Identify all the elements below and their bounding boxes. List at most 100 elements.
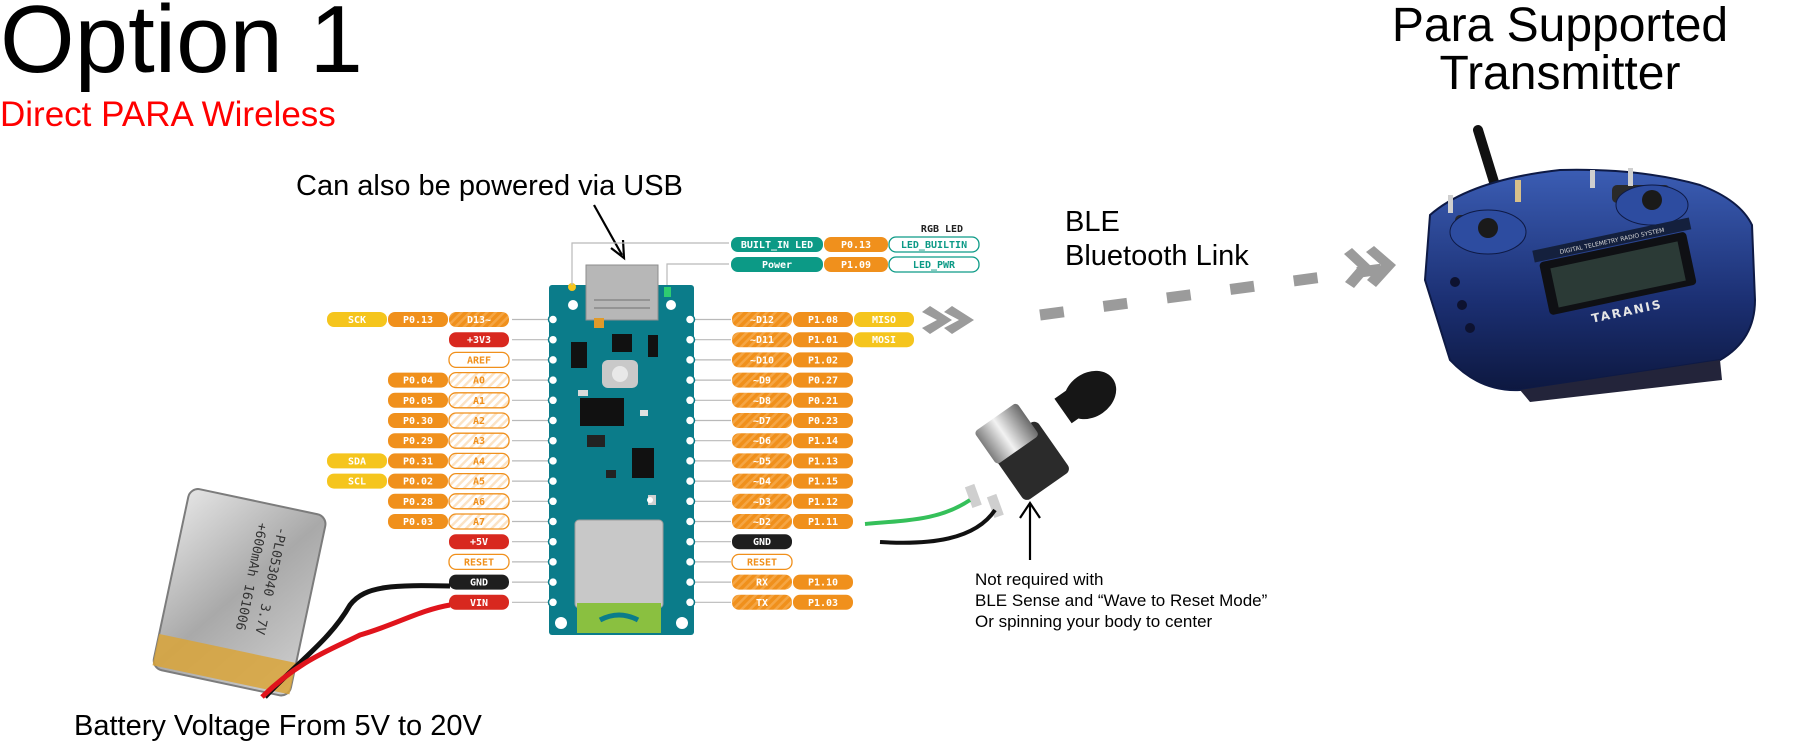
svg-text:GND: GND — [470, 578, 488, 589]
svg-text:P1.11: P1.11 — [808, 517, 838, 528]
left-pin-hole — [547, 334, 559, 345]
svg-text:P0.31: P0.31 — [403, 456, 433, 467]
right-pin-p1-14: P1.14 — [793, 433, 853, 449]
svg-text:A6: A6 — [473, 497, 485, 508]
svg-text:A3: A3 — [473, 436, 485, 447]
led-pin-power: Power — [731, 257, 823, 272]
left-pin-p0-30: P0.30 — [388, 413, 448, 428]
svg-text:LED_PWR: LED_PWR — [913, 260, 956, 271]
left-pin-p0-04: P0.04 — [388, 372, 448, 388]
left-pin-p0-31: P0.31 — [388, 453, 448, 469]
svg-text:AREF: AREF — [467, 355, 491, 366]
left-pin-a7: A7 — [448, 513, 510, 530]
battery-vin-wire — [260, 602, 451, 699]
svg-text:P0.03: P0.03 — [403, 517, 433, 528]
left-pin-hole — [547, 314, 559, 325]
left-pin-hole — [547, 374, 559, 386]
svg-text:P0.02: P0.02 — [403, 477, 433, 488]
right-pin-p1-15: P1.15 — [793, 473, 853, 489]
svg-text:P0.21: P0.21 — [808, 396, 838, 407]
left-pin-hole — [547, 395, 559, 406]
svg-text:Power: Power — [762, 260, 792, 271]
right-pin-reset: RESET — [731, 553, 793, 571]
left-pin-a2: A2 — [448, 412, 510, 429]
taranis-transmitter: DIGITAL TELEMETRY RADIO SYSTEM TARANIS — [1423, 125, 1757, 402]
arduino-nano-board — [549, 264, 694, 635]
right-pin-d5: ~D5 — [732, 453, 792, 469]
svg-text:~D9: ~D9 — [753, 376, 771, 387]
left-pin-hole — [547, 455, 559, 467]
rgb-led-header: RGB LED — [921, 224, 963, 235]
right-pin-p0-21: P0.21 — [793, 392, 853, 408]
left-pin-a5: A5 — [448, 472, 510, 490]
right-pin-hole — [684, 455, 696, 467]
svg-text:P0.13: P0.13 — [841, 240, 871, 251]
svg-text:VIN: VIN — [470, 598, 488, 609]
left-pin-p0-28: P0.28 — [388, 493, 448, 509]
svg-text:~D6: ~D6 — [753, 436, 771, 447]
reset-button-note: Not required with BLE Sense and “Wave to… — [975, 570, 1268, 631]
right-pin-p1-13: P1.13 — [793, 453, 853, 469]
left-pin-a3: A3 — [448, 432, 510, 449]
left-pin-hole — [547, 354, 559, 366]
svg-text:+3V3: +3V3 — [467, 335, 491, 346]
svg-text:P1.15: P1.15 — [808, 477, 838, 488]
svg-text:P0.13: P0.13 — [403, 315, 433, 326]
svg-text:P1.14: P1.14 — [808, 436, 838, 447]
svg-text:P0.30: P0.30 — [403, 416, 433, 427]
left-pin-p0-05: P0.05 — [388, 392, 448, 408]
svg-text:A0: A0 — [473, 376, 485, 387]
left-pin-a6: A6 — [448, 493, 510, 510]
svg-text:TX: TX — [756, 598, 768, 609]
right-pin-p1-02: P1.02 — [793, 352, 853, 368]
left-pin-hole — [547, 556, 559, 568]
left-pin-aref: AREF — [448, 351, 510, 369]
left-pin-hole — [547, 516, 559, 527]
right-pin-p1-03: P1.03 — [793, 594, 853, 610]
led-pin-p0-13: P0.13 — [824, 237, 888, 252]
lipo-battery: -PL053040 3.7V +600mAh 161006 — [152, 488, 327, 697]
left-pin-hole — [547, 435, 559, 446]
svg-text:BUILT_IN LED: BUILT_IN LED — [741, 240, 813, 251]
right-pin-p1-11: P1.11 — [793, 514, 853, 529]
usb-power-note: Can also be powered via USB — [296, 170, 683, 202]
svg-text:A2: A2 — [473, 416, 485, 427]
right-pin-tx: TX — [732, 594, 792, 610]
svg-text:A4: A4 — [473, 456, 485, 467]
right-pin-d7: ~D7 — [732, 413, 792, 428]
svg-text:SDA: SDA — [348, 456, 366, 467]
page-subtitle: Direct PARA Wireless — [0, 95, 336, 134]
page-title: Option 1 — [0, 0, 363, 93]
right-pin-hole — [684, 536, 696, 547]
left-pin-p0-13: P0.13 — [388, 312, 448, 327]
right-pin-hole — [684, 374, 696, 386]
svg-text:RESET: RESET — [464, 557, 494, 568]
right-pin-hole — [684, 475, 696, 487]
right-pin-hole — [684, 415, 696, 426]
svg-text:~D12: ~D12 — [750, 315, 774, 326]
left-pin-5v: +5V — [449, 534, 509, 550]
svg-text:P1.03: P1.03 — [808, 598, 838, 609]
right-pin-p1-12: P1.12 — [793, 493, 853, 509]
left-pin-hole — [547, 496, 559, 507]
svg-text:SCK: SCK — [348, 315, 366, 326]
right-pin-d2: ~D2 — [732, 514, 792, 529]
svg-text:~D2: ~D2 — [753, 517, 771, 528]
svg-text:A7: A7 — [473, 517, 485, 528]
svg-text:D13~: D13~ — [467, 315, 491, 326]
svg-text:P0.05: P0.05 — [403, 396, 433, 407]
right-pin-hole — [684, 496, 696, 507]
svg-text:P0.23: P0.23 — [808, 416, 838, 427]
led-pin-p1-09: P1.09 — [824, 257, 888, 272]
led-pin-led-pwr: LED_PWR — [888, 256, 980, 273]
svg-text:LED_BUILTIN: LED_BUILTIN — [901, 240, 967, 251]
left-pin-hole — [547, 576, 559, 588]
svg-text:A1: A1 — [473, 396, 485, 407]
svg-text:GND: GND — [753, 537, 771, 548]
right-pin-hole — [684, 435, 696, 446]
svg-text:RESET: RESET — [747, 557, 777, 568]
right-pin-d12: ~D12 — [732, 312, 792, 327]
svg-text:MOSI: MOSI — [872, 335, 896, 346]
right-pin-hole — [684, 395, 696, 406]
